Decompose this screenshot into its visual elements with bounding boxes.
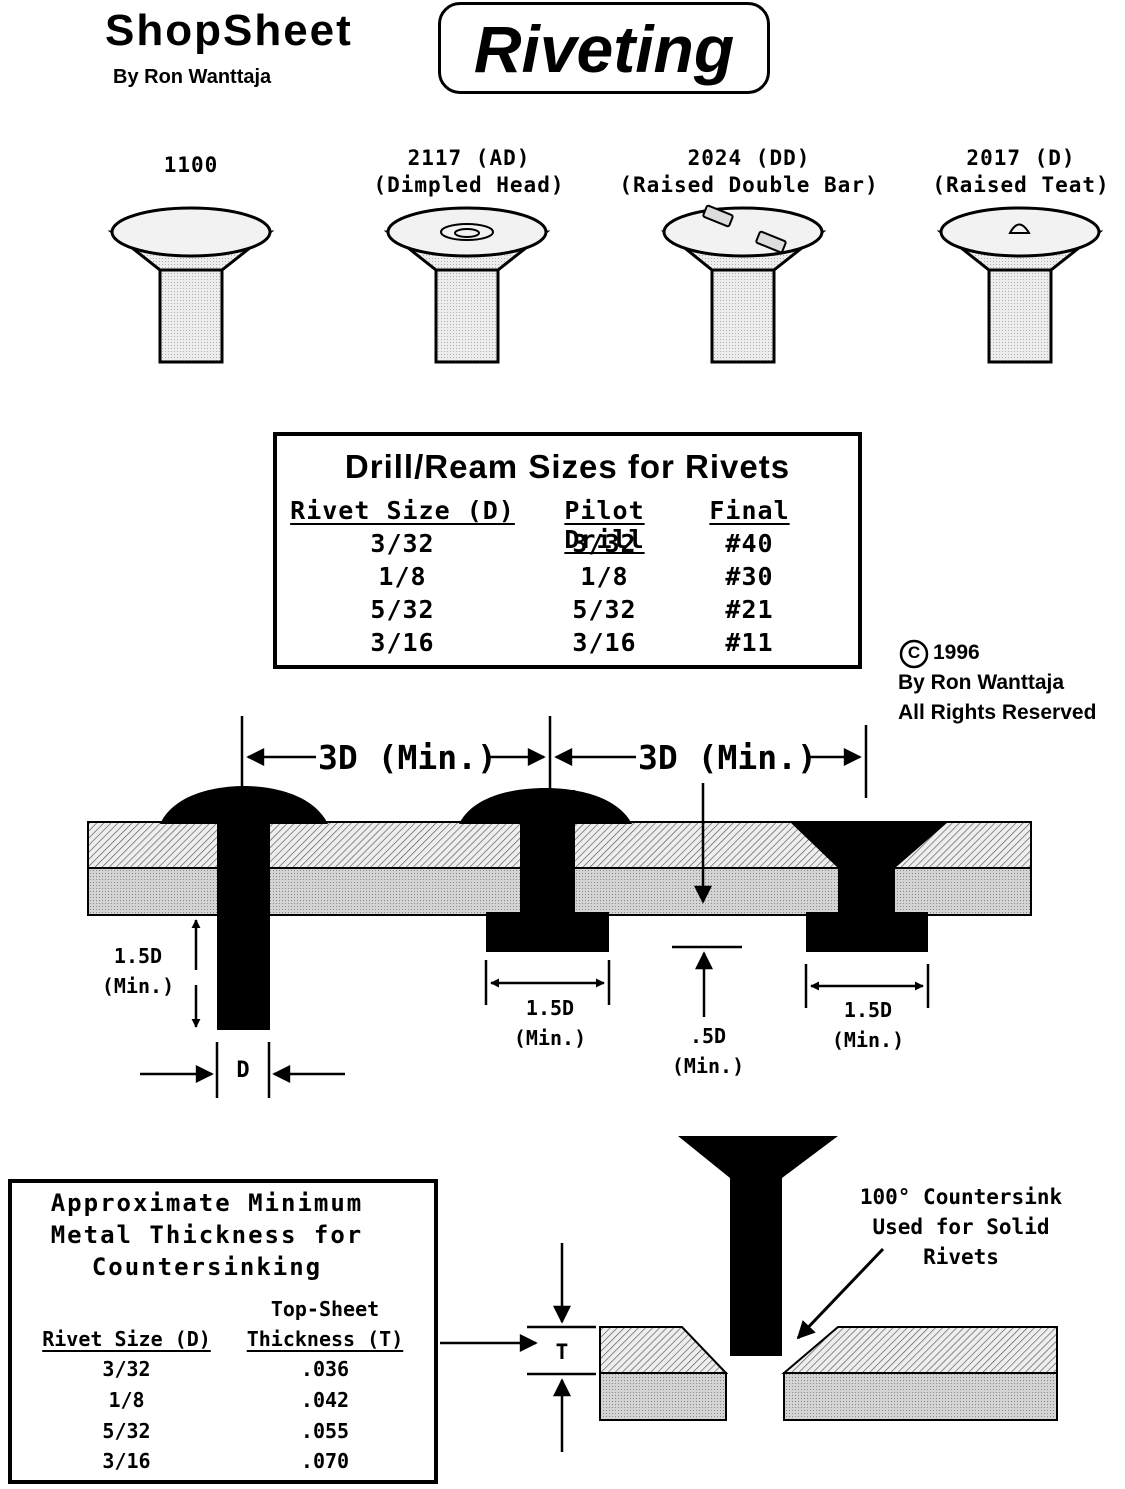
- pitch-label-2: 3D (Min.): [638, 738, 817, 777]
- note-line: 100° Countersink: [859, 1185, 1063, 1209]
- drill-table-cell: #40: [725, 529, 774, 558]
- copyright-circle: [899, 639, 929, 669]
- drill-table-cell: 5/32: [572, 595, 637, 624]
- title-box: Riveting: [438, 2, 770, 94]
- shank-diameter-dimension: [140, 1042, 345, 1098]
- rivet-label-line2: (Dimpled Head): [373, 173, 565, 197]
- countersink-cell: 1/8: [108, 1388, 145, 1412]
- drill-table: Drill/Ream Sizes for Rivets Rivet Size (…: [273, 432, 862, 669]
- drill-table-cell: 1/8: [580, 562, 629, 591]
- shop-head-qualifier: (Min.): [513, 1026, 587, 1050]
- thickness-t-label: T: [555, 1340, 569, 1364]
- rivet-label-line2: (Raised Teat): [932, 173, 1110, 197]
- shop-head-value: 1.5D: [843, 998, 893, 1022]
- drill-table-cell: 3/32: [370, 529, 435, 558]
- note-line: Used for Solid: [872, 1215, 1050, 1239]
- copyright-year: 1996: [933, 641, 980, 664]
- rivet-label-line1: 2024 (DD): [687, 146, 811, 170]
- countersunk-sheets: [599, 1326, 1058, 1421]
- countersink-table: Approximate Minimum Metal Thickness for …: [8, 1179, 438, 1484]
- drill-table-cell: #11: [725, 628, 774, 657]
- shop-head-label-1: 1.5D (Min.): [495, 996, 605, 1050]
- countersunk-rivet: [678, 1136, 838, 1356]
- shop-head-thickness-dimension: [672, 783, 742, 1017]
- drill-table-cell: 5/32: [370, 595, 435, 624]
- countersink-header-top: Top-Sheet: [270, 1297, 380, 1321]
- rivet-label-line2: (Raised Double Bar): [619, 173, 879, 197]
- pitch-label-1: 3D (Min.): [318, 738, 497, 777]
- rivet-round-head-bucked: [459, 788, 632, 952]
- thickness-value: .5D: [689, 1024, 727, 1048]
- countersink-cell: .070: [300, 1449, 350, 1473]
- drill-table-header: Pilot Drill: [564, 496, 645, 554]
- shop-head-qualifier: (Min.): [831, 1028, 905, 1052]
- countersink-cell: 3/16: [102, 1449, 151, 1473]
- edge-distance-qualifier: (Min.): [101, 974, 175, 998]
- drill-table-cell: 3/16: [370, 628, 435, 657]
- countersink-cell: .036: [300, 1357, 350, 1381]
- rivet-2024-dd: [660, 204, 827, 364]
- page-title: Riveting: [473, 12, 735, 86]
- rivet-1100: [107, 206, 275, 364]
- drill-table-header: Rivet Size (D): [290, 496, 515, 525]
- rivet-label-line1: 2117 (AD): [407, 146, 531, 170]
- countersink-cell: 3/32: [102, 1357, 151, 1381]
- rivet-label-line1: 2017 (D): [966, 146, 1076, 170]
- countersink-cell: .055: [300, 1419, 350, 1443]
- rivet-label-2024: 2024 (DD) (Raised Double Bar): [605, 146, 893, 197]
- edge-distance-label: 1.5D (Min.): [92, 944, 184, 998]
- rivet-countersunk-bucked: [790, 822, 948, 952]
- shop-head-dimension-2: [804, 964, 930, 1008]
- drill-table-cell: #21: [725, 595, 774, 624]
- note-line: Rivets: [923, 1245, 999, 1269]
- countersink-note: 100° Countersink Used for Solid Rivets: [820, 1182, 1102, 1272]
- countersink-cell: .042: [300, 1388, 350, 1412]
- copyright-author: By Ron Wanttaja: [898, 671, 1065, 694]
- countersink-header: Thickness (T): [246, 1327, 404, 1351]
- title-line: Approximate Minimum: [50, 1189, 364, 1217]
- copyright-rights: All Rights Reserved: [898, 701, 1097, 724]
- countersink-table-title: Approximate Minimum Metal Thickness for …: [12, 1187, 402, 1283]
- shop-head-dimension-1: [484, 960, 611, 1005]
- countersink-header: Rivet Size (D): [42, 1327, 211, 1351]
- shop-head-thickness-label: .5D (Min.): [653, 1024, 763, 1078]
- title-line: Metal Thickness for: [50, 1221, 364, 1249]
- drill-table-cell: 3/16: [572, 628, 637, 657]
- countersink-note-arrow: [796, 1247, 885, 1340]
- thickness-qualifier: (Min.): [671, 1054, 745, 1078]
- drill-table-cell: 1/8: [378, 562, 427, 591]
- rivet-2117-ad: [383, 206, 551, 364]
- rivet-label-2117: 2117 (AD) (Dimpled Head): [357, 146, 581, 197]
- rivet-round-head-unset: [160, 786, 328, 1030]
- rivet-label-2017: 2017 (D) (Raised Teat): [920, 146, 1122, 197]
- brand-name: ShopSheet: [105, 6, 353, 55]
- drill-table-header: Final: [709, 496, 790, 525]
- rivet-label-1100: 1100: [90, 150, 292, 177]
- drill-table-cell: #30: [725, 562, 774, 591]
- thickness-dimension: [440, 1243, 596, 1452]
- pitch-dimensions: [240, 716, 868, 798]
- rivet-2017-d: [936, 206, 1104, 364]
- rivet-label-line2: 1100: [163, 153, 219, 177]
- copyright-symbol: C: [907, 643, 921, 662]
- countersink-cell: 5/32: [102, 1419, 151, 1443]
- drill-table-title: Drill/Ream Sizes for Rivets: [344, 448, 791, 485]
- shank-diameter-label: D: [236, 1058, 250, 1083]
- edge-distance-value: 1.5D: [113, 944, 163, 968]
- shop-head-value: 1.5D: [525, 996, 575, 1020]
- byline: By Ron Wanttaja: [113, 66, 272, 88]
- title-line: Countersinking: [91, 1253, 323, 1281]
- shop-head-label-2: 1.5D (Min.): [813, 998, 923, 1052]
- drill-table-cell: 3/32: [572, 529, 637, 558]
